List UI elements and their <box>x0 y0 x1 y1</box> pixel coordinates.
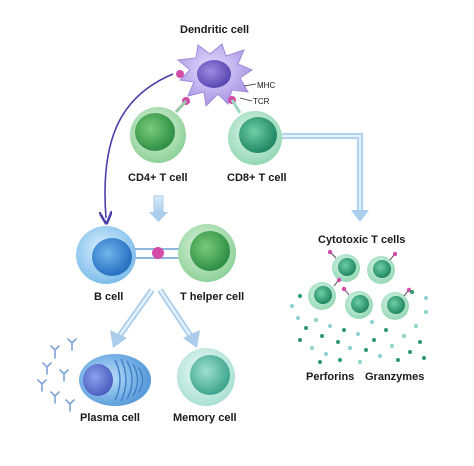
t-helper-cell-label: T helper cell <box>180 291 244 303</box>
b-cell-label: B cell <box>94 291 123 303</box>
dendritic-receptor <box>176 70 184 78</box>
cytotoxic-t-cell <box>341 286 373 319</box>
memory-cell-label: Memory cell <box>173 412 237 424</box>
cd4-down-arrow <box>149 195 168 222</box>
cd8-t-cell-label: CD8+ T cell <box>227 172 287 184</box>
dendritic-cell-label: Dendritic cell <box>180 24 249 36</box>
cd4-t-cell <box>130 107 186 163</box>
b-cell <box>76 226 136 284</box>
cd4-mhc-link <box>174 99 188 114</box>
plasma-cell <box>79 354 151 406</box>
perforins-label: Perforins <box>306 371 354 383</box>
t-helper-cell <box>178 224 236 282</box>
dendritic-cell <box>176 43 254 108</box>
cd8-to-cytotoxic-arrow <box>282 133 369 222</box>
cd8-mhc-link <box>230 99 242 114</box>
cytotoxic-t-cell-cluster <box>308 249 412 320</box>
perforin-granzyme-granules <box>290 290 428 364</box>
cytotoxic-t-cell <box>381 287 412 320</box>
dendritic-to-bcell-arrow <box>105 73 174 218</box>
differentiation-arrows <box>110 288 200 348</box>
cytotoxic-t-cell <box>327 249 360 282</box>
cd8-t-cell <box>228 111 282 165</box>
granzymes-label: Granzymes <box>365 371 424 383</box>
cytotoxic-t-cells-label: Cytotoxic T cells <box>318 234 405 246</box>
plasma-cell-label: Plasma cell <box>80 412 140 424</box>
cd4-t-cell-label: CD4+ T cell <box>128 172 188 184</box>
cytotoxic-t-cell <box>308 277 342 310</box>
memory-cell <box>177 348 235 406</box>
cytotoxic-t-cell <box>367 251 398 284</box>
mhc-label: MHC <box>257 81 275 90</box>
bcell-thelper-synapse <box>134 247 180 259</box>
antibodies <box>37 338 77 412</box>
tcr-label: TCR <box>253 97 270 106</box>
